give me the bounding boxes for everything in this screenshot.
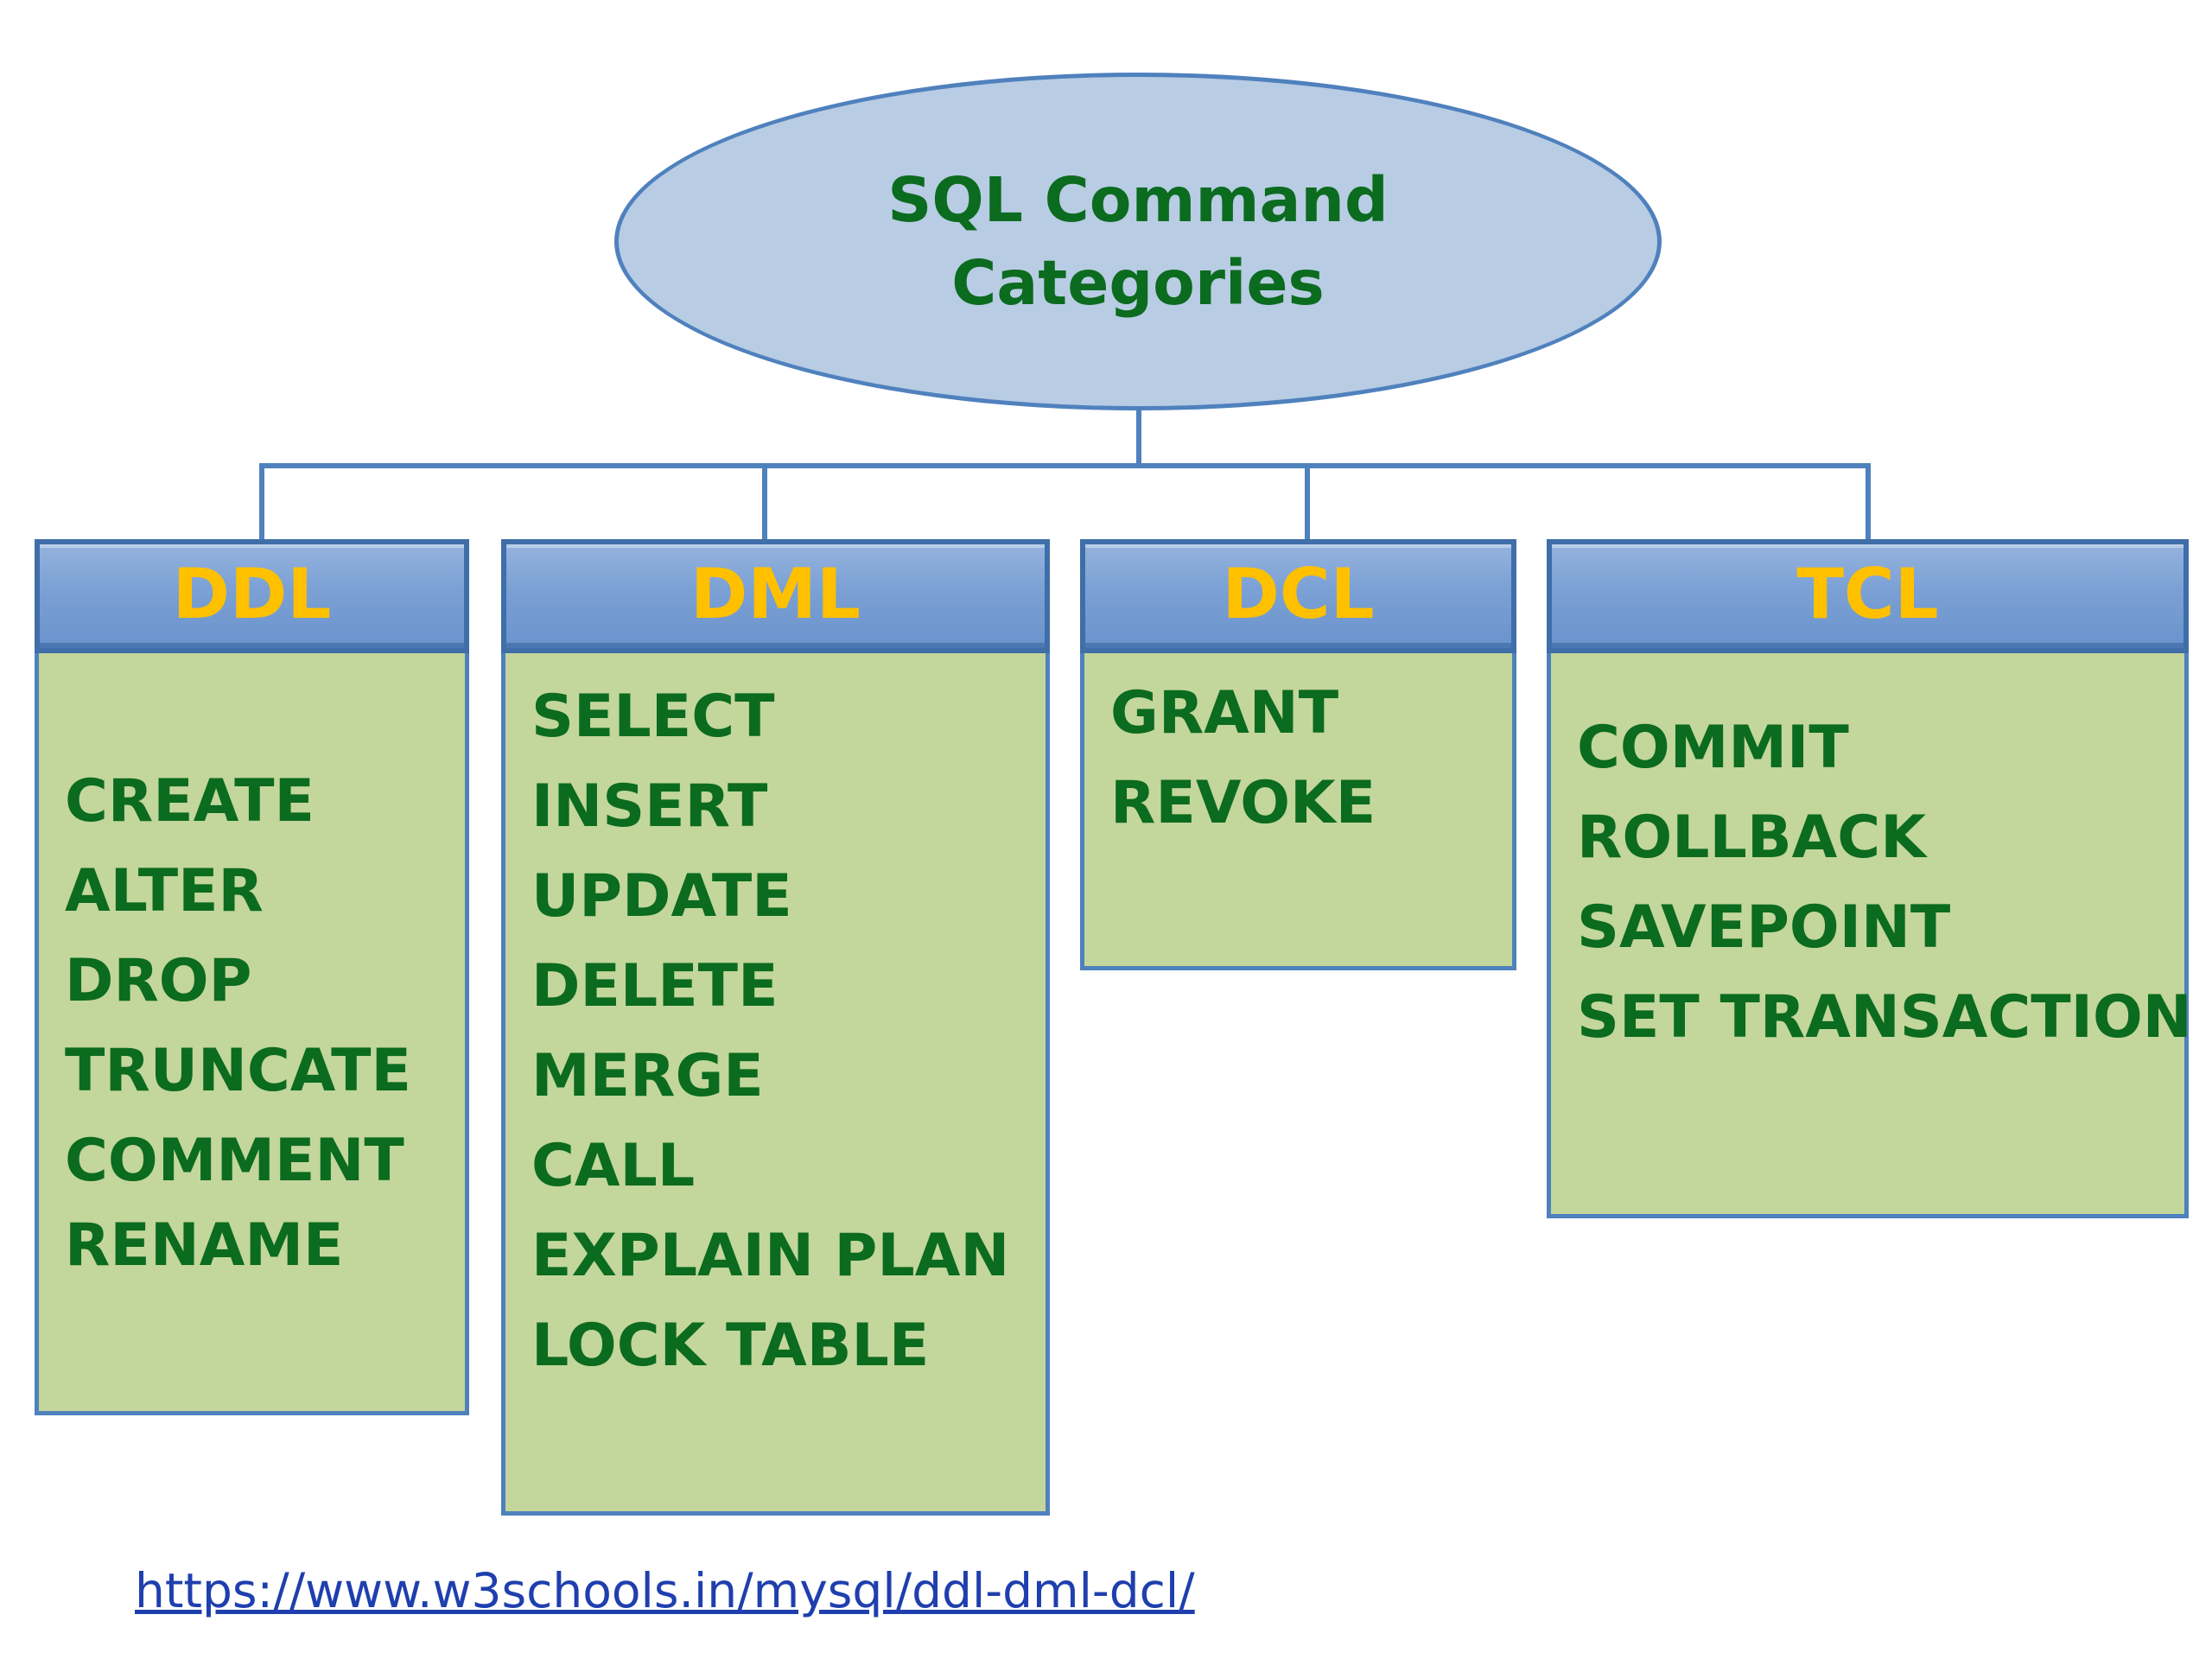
command-item: SAVEPOINT (1577, 893, 1951, 962)
category-header-label: TCL (1796, 554, 1939, 634)
command-item: UPDATE (531, 862, 792, 931)
category-header-label: DML (690, 554, 861, 634)
command-item: DELETE (531, 952, 779, 1020)
command-item: SELECT (531, 683, 775, 751)
category-body-dml: SELECT INSERT UPDATE DELETE MERGE CALL E… (501, 653, 1050, 1516)
category-header-label: DDL (172, 554, 332, 634)
command-item: ROLLBACK (1577, 804, 1926, 872)
root-node: SQL Command Categories (614, 73, 1662, 410)
command-item: SET TRANSACTION (1577, 983, 2192, 1052)
command-item: ALTER (65, 857, 264, 925)
command-item: RENAME (65, 1211, 344, 1280)
command-item: REVOKE (1110, 769, 1376, 837)
source-link[interactable]: https://www.w3schools.in/mysql/ddl-dml-d… (135, 1563, 1195, 1618)
category-header-dcl: DCL (1080, 539, 1516, 653)
command-list-dcl: GRANT REVOKE (1110, 669, 1376, 849)
command-list-tcl: COMMIT ROLLBACK SAVEPOINT SET TRANSACTIO… (1577, 703, 2192, 1063)
category-ddl: DDL CREATE ALTER DROP TRUNCATE COMMENT R… (35, 539, 469, 1415)
command-item: CREATE (65, 767, 315, 836)
command-item: DROP (65, 947, 252, 1015)
category-dcl: DCL GRANT REVOKE (1080, 539, 1516, 970)
root-title: SQL Command Categories (887, 163, 1389, 319)
category-tcl: TCL COMMIT ROLLBACK SAVEPOINT SET TRANSA… (1547, 539, 2192, 1218)
category-body-dcl: GRANT REVOKE (1080, 653, 1516, 970)
command-item: INSERT (531, 772, 768, 841)
category-header-ddl: DDL (35, 539, 469, 653)
command-list-ddl: CREATE ALTER DROP TRUNCATE COMMENT RENAM… (65, 757, 411, 1286)
category-header-dml: DML (501, 539, 1050, 653)
command-list-dml: SELECT INSERT UPDATE DELETE MERGE CALL E… (531, 672, 1009, 1391)
category-header-tcl: TCL (1547, 539, 2189, 653)
command-item: COMMIT (1577, 714, 1849, 782)
category-body-ddl: CREATE ALTER DROP TRUNCATE COMMENT RENAM… (35, 653, 469, 1415)
command-item: EXPLAIN PLAN (531, 1222, 1010, 1290)
command-item: TRUNCATE (65, 1037, 411, 1105)
category-dml: DML SELECT INSERT UPDATE DELETE MERGE CA… (501, 539, 1050, 1516)
command-item: LOCK TABLE (531, 1312, 930, 1380)
category-body-tcl: COMMIT ROLLBACK SAVEPOINT SET TRANSACTIO… (1547, 653, 2192, 1218)
command-item: CALL (531, 1132, 696, 1200)
command-item: GRANT (1110, 679, 1339, 747)
command-item: COMMENT (65, 1127, 404, 1195)
category-header-label: DCL (1222, 554, 1375, 634)
command-item: MERGE (531, 1042, 764, 1110)
